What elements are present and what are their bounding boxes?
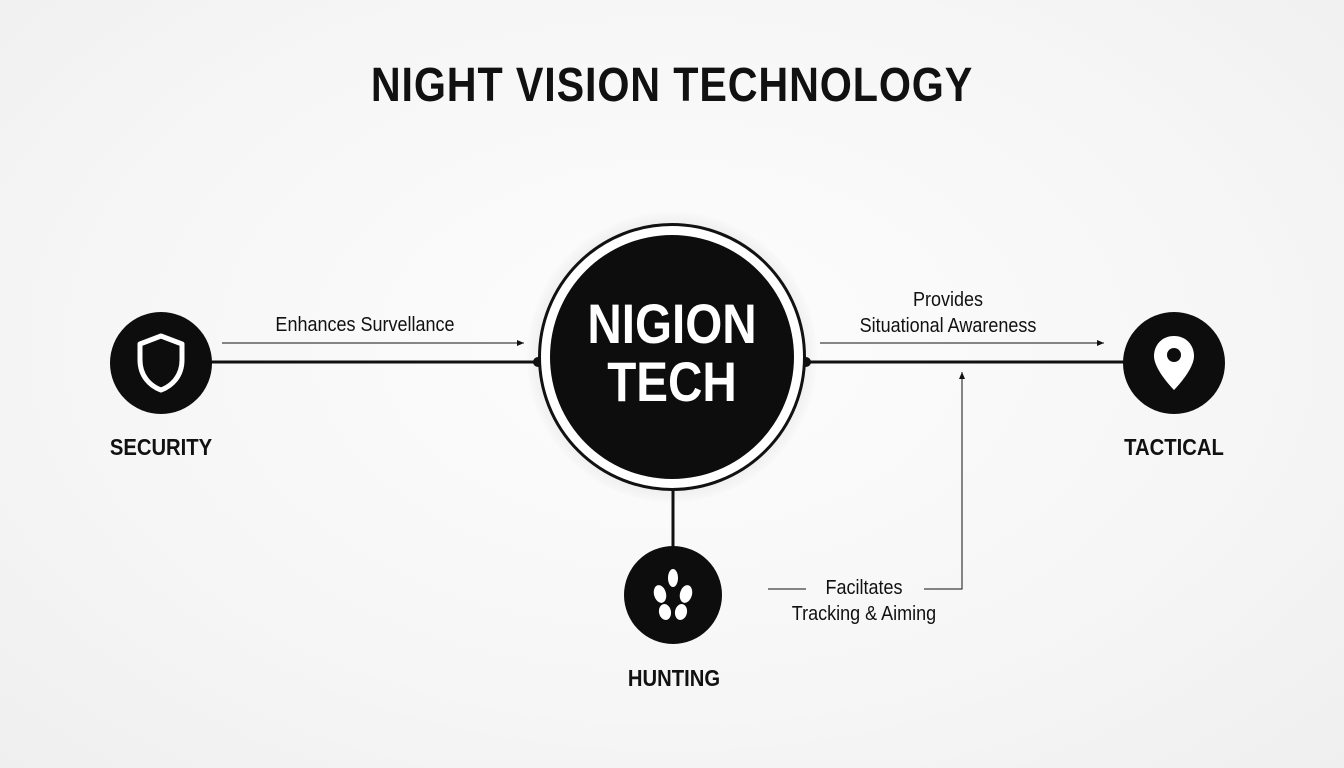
diagram-title: NIGHT VISION TECHNOLOGY — [370, 59, 974, 112]
hunting-edge-label-line1: Faciltates — [825, 577, 903, 599]
tactical-edge-label: Provides Situational Awareness — [831, 287, 1065, 339]
hunting-edge-label: Faciltates Tracking & Aiming — [765, 575, 963, 627]
paw-print-icon — [653, 569, 693, 620]
hub-circle — [550, 235, 794, 479]
security-edge-label: Enhances Survellance — [275, 314, 455, 336]
security-label: SECURITY — [109, 434, 213, 460]
hunting-node — [624, 546, 722, 644]
hub-label: NIGION TECH — [568, 295, 775, 411]
hunting-label: HUNTING — [627, 665, 721, 691]
map-pin-icon — [1154, 336, 1194, 390]
hunting-elbow-arrow — [924, 372, 965, 590]
hunting-edge-label-line2: Tracking & Aiming — [791, 603, 937, 625]
tactical-edge-label-line1: Provides — [912, 289, 984, 311]
shield-icon — [137, 333, 185, 393]
hub-label-line2: TECH — [607, 350, 737, 413]
hub-label-line1: NIGION — [587, 292, 757, 355]
tactical-label: TACTICAL — [1124, 434, 1224, 460]
tactical-edge-label-line2: Situational Awareness — [859, 315, 1037, 337]
tactical-node — [1123, 312, 1225, 414]
security-node — [110, 312, 212, 414]
